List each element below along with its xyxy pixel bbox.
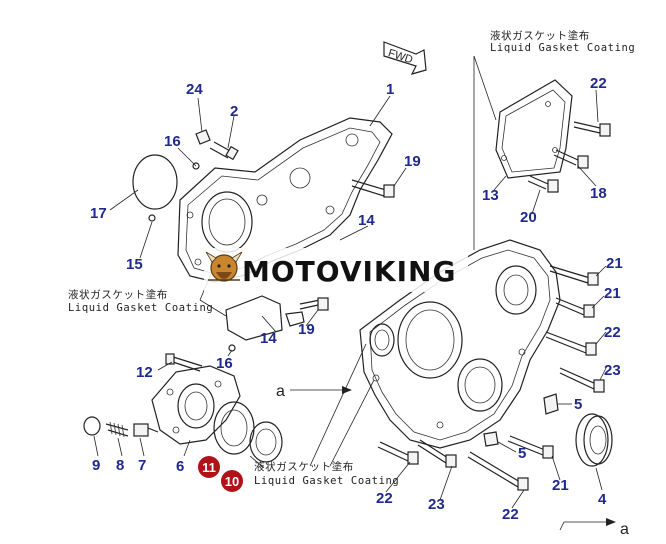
callout-9: 9 — [92, 457, 100, 474]
callout-14: 14 — [260, 330, 277, 347]
reference-label-a2: a — [620, 521, 629, 538]
bolt-2 — [209, 141, 239, 161]
reference-label-a: a — [276, 383, 285, 400]
plug-16a — [192, 162, 200, 170]
callout-24: 24 — [186, 81, 203, 98]
case-bolts — [377, 265, 605, 491]
callout-8: 8 — [116, 457, 124, 474]
gasket-note-left: 液状ガスケット塗布 Liquid Gasket Coating — [68, 288, 213, 314]
callout-14: 14 — [358, 212, 375, 229]
gasket-note-en: Liquid Gasket Coating — [254, 475, 399, 487]
bolts-22-18-20 — [527, 121, 611, 193]
callout-21: 21 — [606, 255, 623, 272]
callout-20: 20 — [520, 209, 537, 226]
forward-arrow: FWD — [383, 41, 427, 75]
callout-13: 13 — [482, 187, 499, 204]
badge-10-label: 10 — [225, 474, 239, 489]
callout-1: 1 — [386, 81, 394, 98]
callout-23: 23 — [428, 496, 445, 513]
housing-6 — [151, 365, 241, 445]
leader-lines — [93, 55, 607, 509]
callout-6: 6 — [176, 458, 184, 475]
reference-arrow-a2: a — [559, 518, 629, 538]
callout-16: 16 — [216, 355, 233, 372]
gasket-note-en: Liquid Gasket Coating — [68, 302, 213, 314]
rotor-11 — [213, 401, 255, 455]
plug-15 — [148, 214, 156, 222]
callout-21: 21 — [552, 477, 569, 494]
plug-16b — [228, 344, 236, 352]
gasket-note-en: Liquid Gasket Coating — [490, 42, 635, 54]
front-plate-13 — [495, 79, 573, 179]
block-14 — [225, 295, 329, 341]
gasket-note-jp: 液状ガスケット塗布 — [254, 460, 354, 473]
callout-7: 7 — [138, 457, 146, 474]
relief-valve — [83, 416, 159, 438]
badge-11: 11 — [198, 456, 220, 478]
callout-19: 19 — [404, 153, 421, 170]
cover-plate-17 — [132, 154, 178, 210]
watermark-text: MOTOVIKING — [242, 255, 456, 288]
callout-12: 12 — [136, 364, 153, 381]
callout-4: 4 — [598, 491, 607, 508]
nut-24 — [195, 129, 211, 145]
plug-5a — [543, 393, 559, 415]
oil-seal-4 — [575, 413, 613, 467]
bolt-19a — [351, 179, 395, 198]
callout-5: 5 — [518, 445, 526, 462]
gasket-note-top-right: 液状ガスケット塗布 Liquid Gasket Coating — [490, 29, 635, 54]
callout-16: 16 — [164, 133, 181, 150]
callout-22: 22 — [604, 324, 621, 341]
callout-23: 23 — [604, 362, 621, 379]
badge-10: 10 — [221, 470, 243, 492]
callout-2: 2 — [230, 103, 238, 120]
rotor-10 — [249, 421, 283, 463]
forward-label: FWD — [387, 47, 415, 66]
callout-22: 22 — [590, 75, 607, 92]
callout-18: 18 — [590, 185, 607, 202]
plug-5b — [483, 431, 499, 447]
bolt-12 — [165, 353, 203, 372]
gasket-note-bottom: 液状ガスケット塗布 Liquid Gasket Coating — [254, 460, 399, 487]
callout-numbers: 1 2 24 16 17 15 19 14 14 19 16 12 6 9 8 … — [90, 75, 623, 523]
callout-22: 22 — [502, 506, 519, 523]
callout-15: 15 — [126, 256, 143, 273]
badge-11-label: 11 — [202, 460, 216, 475]
timing-gear-case — [359, 239, 561, 449]
watermark: MOTOVIKING — [204, 248, 468, 292]
gasket-note-jp: 液状ガスケット塗布 — [68, 288, 168, 301]
reference-arrow-a: a — [276, 383, 352, 400]
callout-5: 5 — [574, 396, 582, 413]
callout-17: 17 — [90, 205, 107, 222]
callout-22: 22 — [376, 490, 393, 507]
viking-logo-icon — [205, 251, 243, 282]
callout-21: 21 — [604, 285, 621, 302]
gasket-note-jp: 液状ガスケット塗布 — [490, 29, 590, 42]
callout-19: 19 — [298, 321, 315, 338]
